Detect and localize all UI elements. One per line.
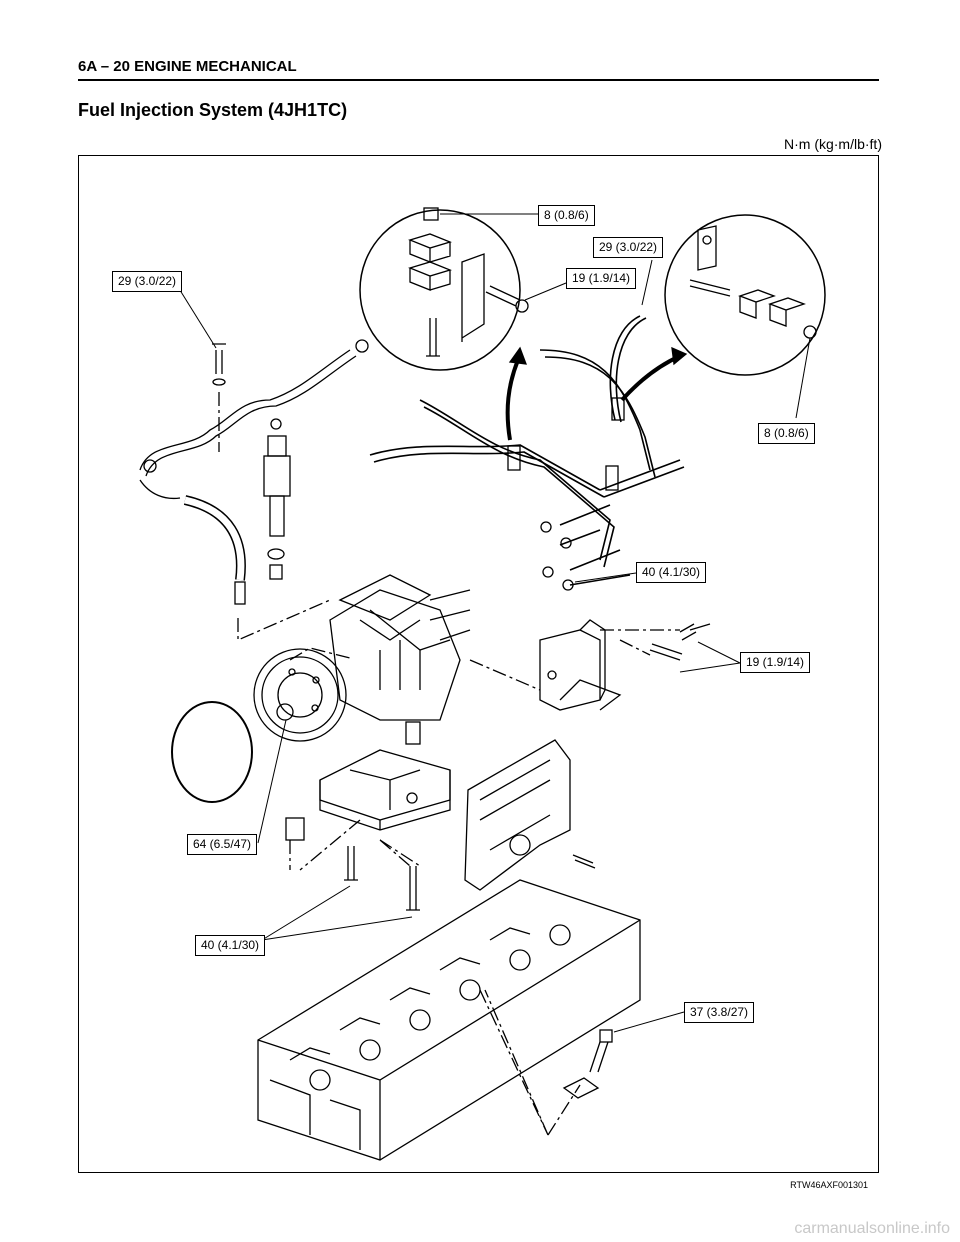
section-header: 6A – 20 ENGINE MECHANICAL <box>78 58 297 75</box>
injector <box>263 418 291 580</box>
torque-units: N·m (kg·m/lb·ft) <box>784 136 882 152</box>
glow-sensor <box>562 1029 613 1099</box>
page-title: Fuel Injection System (4JH1TC) <box>78 100 348 120</box>
watermark-footer: carmanualsonline.info <box>794 1220 950 1237</box>
arrow-to-right-detail <box>620 354 681 402</box>
detail-circle-right <box>664 214 826 376</box>
detail-circle-left <box>359 209 521 371</box>
torque-callout-rear-bracket-bolt: 19 (1.9/14) <box>740 652 811 673</box>
torque-callout-eye-bolt: 29 (3.0/22) <box>593 237 664 258</box>
injection-pipes <box>369 315 685 586</box>
leak-off-pipe <box>139 339 369 500</box>
arrow-to-left-detail <box>505 359 520 441</box>
cover-plate <box>464 739 596 891</box>
left-detail-parts <box>408 207 529 357</box>
header-rule <box>78 79 879 81</box>
torque-callout-injector-bolt: 29 (3.0/22) <box>112 271 183 292</box>
diagram-frame <box>78 155 879 1173</box>
injection-pump <box>253 574 471 742</box>
figure-id: RTW46AXF001301 <box>790 1180 868 1190</box>
torque-callout-gear-nut: 64 (6.5/47) <box>187 834 258 855</box>
right-detail-parts <box>689 225 817 339</box>
pump-bracket-rear <box>539 619 622 711</box>
torque-callout-pipe-nut: 40 (4.1/30) <box>636 562 707 583</box>
o-ring <box>171 701 253 803</box>
cylinder-head <box>257 879 641 1161</box>
pump-bracket-lower <box>285 721 451 841</box>
torque-callout-sensor: 37 (3.8/27) <box>684 1002 755 1023</box>
torque-callout-clamp-nut-right: 8 (0.8/6) <box>758 423 815 444</box>
leader-lines <box>177 213 811 1033</box>
torque-callout-clamp-nut-left: 8 (0.8/6) <box>538 205 595 226</box>
torque-callout-bracket-bolt-lower: 40 (4.1/30) <box>195 935 266 956</box>
torque-callout-bracket-bolt-left: 19 (1.9/14) <box>566 268 637 289</box>
